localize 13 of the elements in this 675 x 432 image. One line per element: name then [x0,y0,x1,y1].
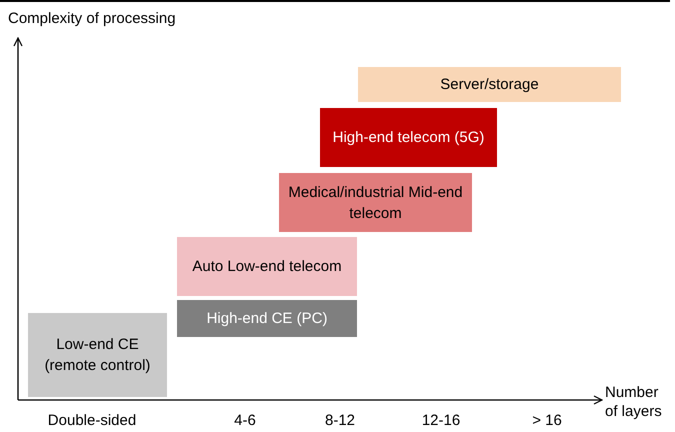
axis-title: Number of layers [605,383,663,421]
category-box: Auto Low-end telecom [177,237,357,296]
tick-label: 4-6 [234,412,256,430]
tick-label: Double-sided [48,412,136,430]
axis-title: Complexity of processing [8,10,176,28]
category-box: High-end telecom (5G) [320,108,497,167]
category-box: High-end CE (PC) [177,300,357,337]
tick-label: > 16 [532,412,562,430]
tick-label: 8-12 [324,412,356,430]
tick-label: 12-16 [422,412,460,430]
category-box: Low-end CE (remote control) [28,313,167,397]
category-box: Server/storage [358,67,621,102]
category-box: Medical/industrial Mid-end telecom [279,173,472,232]
